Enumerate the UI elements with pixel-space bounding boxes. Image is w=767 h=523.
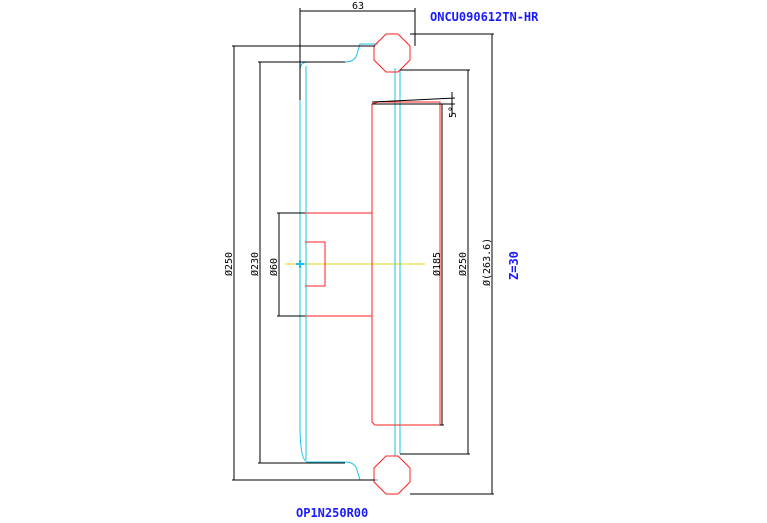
dimension-dia-185: Ø185 — [431, 252, 443, 276]
insert-top — [373, 33, 411, 73]
dimension-lines — [232, 8, 494, 495]
insert-bottom — [373, 455, 411, 495]
dimension-dia-250-left: Ø250 — [223, 252, 235, 276]
dimension-angle-5: 5° — [448, 106, 459, 118]
dimension-63: 63 — [352, 1, 364, 12]
insert-code-label: ONCU090612TN-HR — [430, 10, 539, 24]
teeth-count-label: Z=30 — [507, 251, 521, 280]
dimension-dia-263-6: Ø(263.6) — [481, 238, 493, 286]
tool-code-label: OP1N250R00 — [296, 506, 368, 520]
blank-outline — [296, 43, 401, 481]
dimension-dia-230: Ø230 — [249, 252, 261, 276]
dimension-dia-60: Ø60 — [268, 258, 280, 276]
dimension-dia-250-right: Ø250 — [457, 252, 469, 276]
